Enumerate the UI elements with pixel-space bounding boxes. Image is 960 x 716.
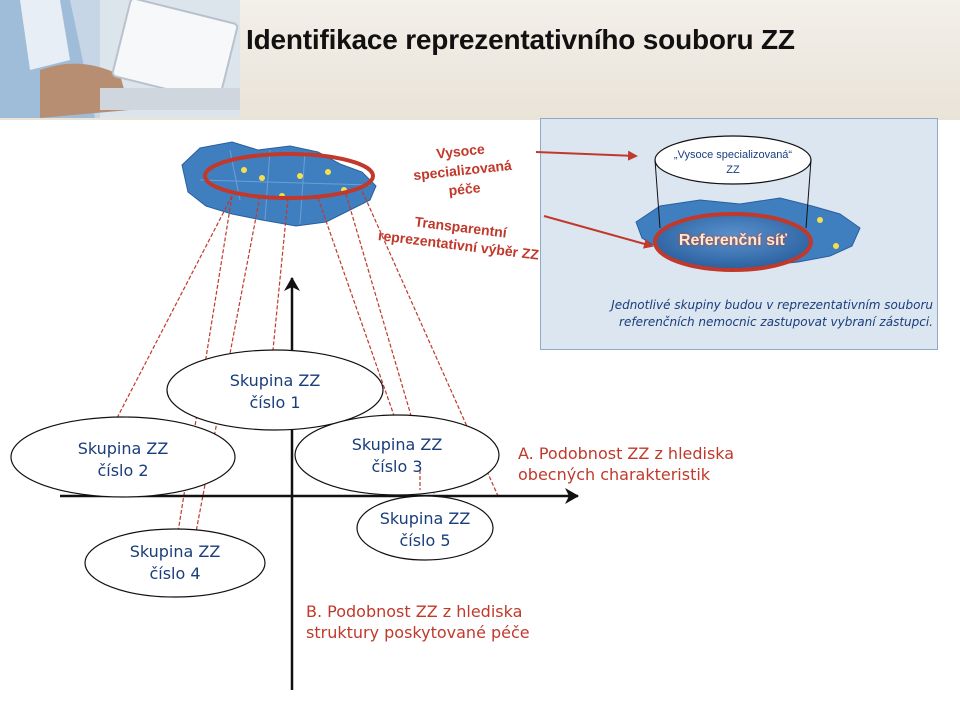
group-1-ellipse [166, 349, 384, 431]
group-2-ellipse [10, 416, 236, 498]
info-callout: Jednotlivé skupiny budou v reprezentativ… [555, 297, 933, 331]
group-3-line2: číslo 3 [371, 457, 423, 476]
funnel-line-left [654, 159, 661, 229]
group-4-label: Skupina ZZ číslo 4 [75, 541, 275, 585]
axis-a-line1: A. Podobnost ZZ z hlediska [518, 444, 735, 463]
group-5-line1: Skupina ZZ [379, 509, 471, 528]
group-5-line2: číslo 5 [399, 531, 451, 550]
group-2-line2: číslo 2 [97, 461, 149, 480]
axis-b-line2: struktury poskytované péče [306, 623, 530, 642]
group-4-ellipse [84, 528, 266, 598]
info-callout-line1: Jednotlivé skupiny budou v reprezentativ… [611, 298, 933, 312]
left-map [181, 141, 377, 227]
axis-a-label: A. Podobnost ZZ z hlediska obecných char… [518, 443, 734, 485]
axis-b-line1: B. Podobnost ZZ z hlediska [306, 602, 523, 621]
group-3-ellipse [294, 414, 500, 496]
funnel-line-right [805, 159, 812, 229]
vysoce-zz-label-line1: „Vysoce specializovaná“ [673, 149, 793, 161]
group-1-label: Skupina ZZ číslo 1 [175, 370, 375, 414]
group-4-line2: číslo 4 [149, 564, 201, 583]
right-map [635, 197, 861, 272]
group-3-line1: Skupina ZZ [351, 435, 443, 454]
group-5-ellipse [356, 495, 494, 561]
group-5-label: Skupina ZZ číslo 5 [325, 508, 525, 552]
axis-b-label: B. Podobnost ZZ z hlediska struktury pos… [306, 601, 530, 643]
group-1-line1: Skupina ZZ [229, 371, 321, 390]
arrow-transparent [543, 215, 654, 249]
header-photo [0, 0, 240, 118]
vysoce-zz-label: „Vysoce specializovaná“ ZZ [655, 148, 811, 178]
info-callout-line2: referenčních nemocnic zastupovat vybraní… [619, 315, 933, 329]
axis-a-line2: obecných charakteristik [518, 465, 711, 484]
group-2-line1: Skupina ZZ [77, 439, 169, 458]
group-2-label: Skupina ZZ číslo 2 [23, 438, 223, 482]
page-title: Identifikace reprezentativního souboru Z… [246, 24, 795, 55]
network-label: Referenční síť [678, 232, 788, 249]
vysoce-zz-label-line2: ZZ [726, 164, 740, 176]
group-1-line2: číslo 1 [249, 393, 301, 412]
arrow-vysoce [535, 150, 638, 161]
group-3-label: Skupina ZZ číslo 3 [297, 434, 497, 478]
group-4-line1: Skupina ZZ [129, 542, 221, 561]
